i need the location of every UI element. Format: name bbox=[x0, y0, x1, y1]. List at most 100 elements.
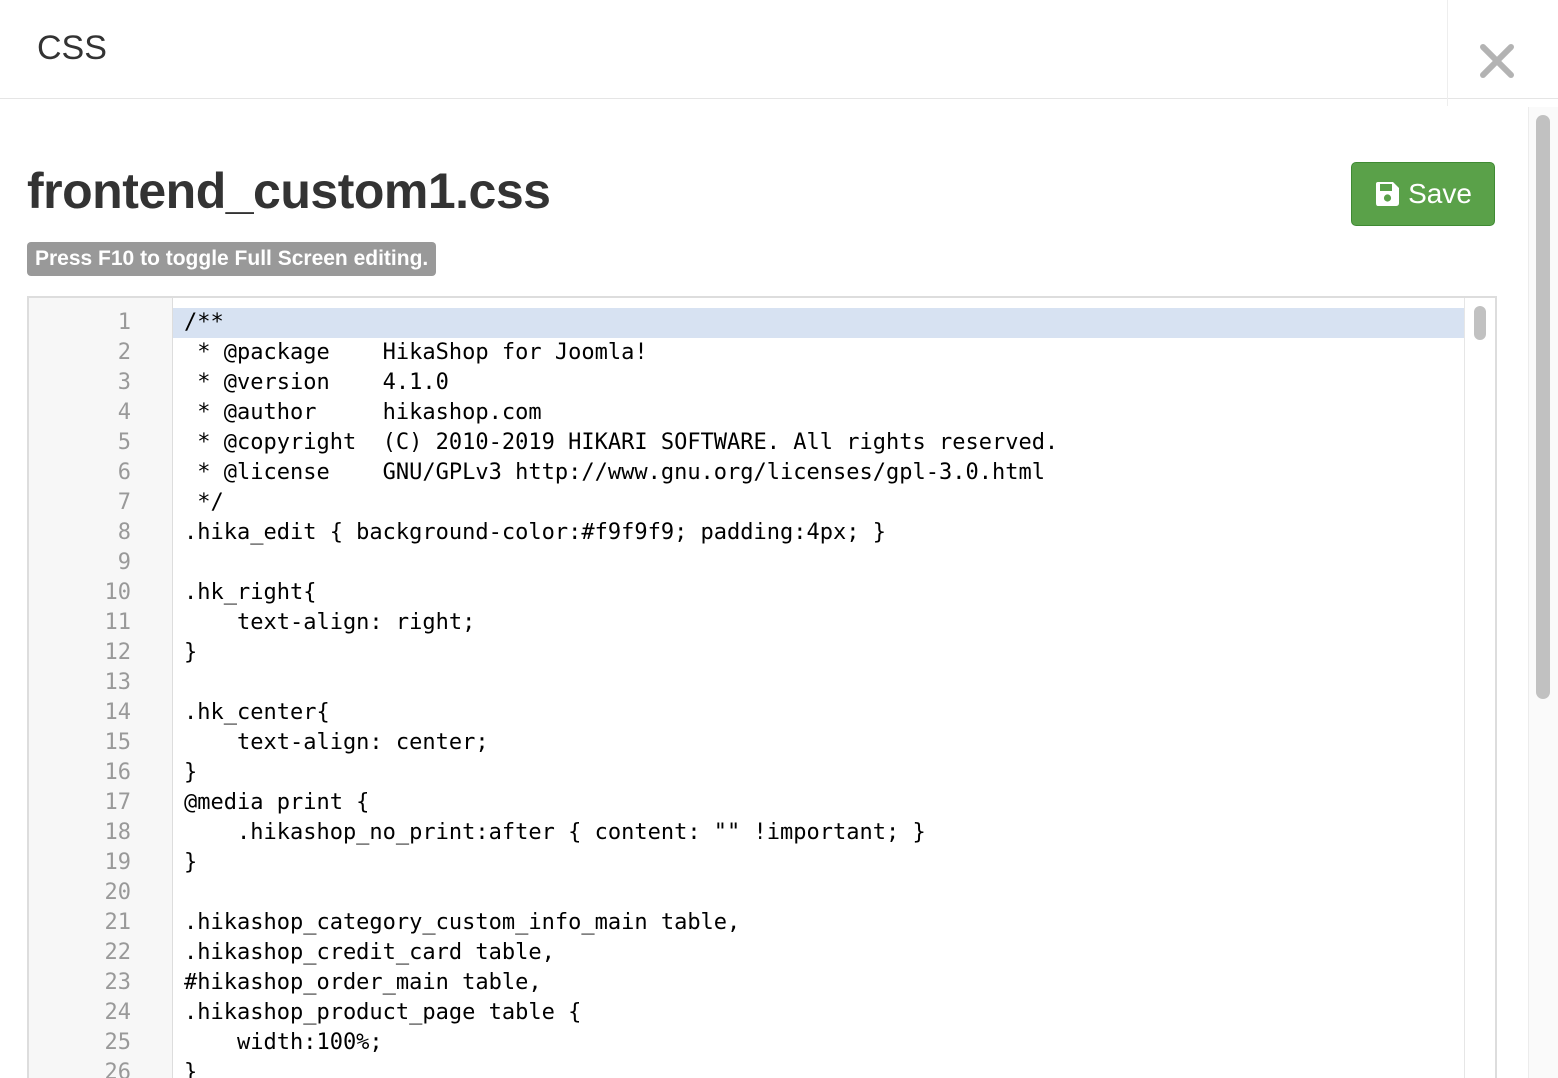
code-editor[interactable]: 1 /**2 * @package HikaShop for Joomla!3 *… bbox=[27, 296, 1497, 1078]
line-content[interactable]: * @version 4.1.0 bbox=[173, 368, 1465, 398]
line-number: 7 bbox=[117, 490, 131, 515]
line-text: * @version 4.1.0 bbox=[184, 370, 449, 395]
code-line[interactable]: 20 bbox=[29, 878, 1465, 908]
line-content[interactable]: * @license GNU/GPLv3 http://www.gnu.org/… bbox=[173, 458, 1465, 488]
line-number: 26 bbox=[104, 1060, 132, 1078]
header-divider bbox=[1447, 0, 1448, 106]
editor-scrollbar[interactable] bbox=[1464, 298, 1495, 1078]
line-number: 21 bbox=[104, 910, 132, 935]
save-button[interactable]: Save bbox=[1351, 162, 1495, 226]
line-number: 23 bbox=[104, 970, 132, 995]
line-number: 17 bbox=[104, 790, 132, 815]
line-number-gutter bbox=[29, 298, 173, 1078]
line-number: 4 bbox=[117, 400, 131, 425]
line-content[interactable]: .hikashop_category_custom_info_main tabl… bbox=[173, 908, 1465, 938]
line-content[interactable]: } bbox=[173, 1058, 1465, 1078]
line-number: 16 bbox=[104, 760, 132, 785]
line-text: .hk_center{ bbox=[184, 700, 330, 725]
line-content[interactable]: * @author hikashop.com bbox=[173, 398, 1465, 428]
line-number: 5 bbox=[117, 430, 131, 455]
line-number: 25 bbox=[104, 1030, 132, 1055]
code-line[interactable]: 10 .hk_right{ bbox=[29, 578, 1465, 608]
line-text: .hikashop_category_custom_info_main tabl… bbox=[184, 910, 741, 935]
line-content[interactable]: width:100%; bbox=[173, 1028, 1465, 1058]
code-line[interactable]: 12} bbox=[29, 638, 1465, 668]
code-line[interactable]: 22.hikashop_credit_card table, bbox=[29, 938, 1465, 968]
code-line[interactable]: 1 /** bbox=[29, 308, 1465, 338]
line-content[interactable]: .hk_right{ bbox=[173, 578, 1465, 608]
line-number: 6 bbox=[117, 460, 131, 485]
code-line[interactable]: 15 text-align: center; bbox=[29, 728, 1465, 758]
code-line[interactable]: 18 .hikashop_no_print:after { content: "… bbox=[29, 818, 1465, 848]
code-line[interactable]: 3 * @version 4.1.0 bbox=[29, 368, 1465, 398]
editor-scrollbar-thumb[interactable] bbox=[1474, 306, 1486, 340]
line-content[interactable]: text-align: right; bbox=[173, 608, 1465, 638]
file-title: frontend_custom1.css bbox=[27, 163, 551, 219]
line-text: .hikashop_no_print:after { content: "" !… bbox=[184, 820, 926, 845]
line-content[interactable]: } bbox=[173, 638, 1465, 668]
line-number: 10 bbox=[104, 580, 132, 605]
line-content[interactable]: .hikashop_credit_card table, bbox=[173, 938, 1465, 968]
line-text: * @license GNU/GPLv3 http://www.gnu.org/… bbox=[184, 460, 1045, 485]
line-text: text-align: center; bbox=[184, 730, 489, 755]
code-line[interactable]: 13 bbox=[29, 668, 1465, 698]
line-text: .hikashop_credit_card table, bbox=[184, 940, 555, 965]
line-text: text-align: right; bbox=[184, 610, 476, 635]
code-line[interactable]: 11 text-align: right; bbox=[29, 608, 1465, 638]
modal-scrollbar-thumb[interactable] bbox=[1536, 115, 1550, 699]
line-content[interactable] bbox=[173, 878, 1465, 908]
line-number: 8 bbox=[117, 520, 131, 545]
line-content[interactable] bbox=[173, 668, 1465, 698]
modal-scrollbar[interactable] bbox=[1528, 107, 1558, 1078]
code-line[interactable]: 24 .hikashop_product_page table { bbox=[29, 998, 1465, 1028]
close-icon bbox=[1480, 44, 1514, 78]
line-content[interactable]: .hk_center{ bbox=[173, 698, 1465, 728]
line-number: 1 bbox=[117, 310, 131, 335]
code-line[interactable]: 5 * @copyright (C) 2010-2019 HIKARI SOFT… bbox=[29, 428, 1465, 458]
line-content[interactable]: } bbox=[173, 848, 1465, 878]
line-number: 11 bbox=[104, 610, 132, 635]
line-content[interactable]: .hikashop_no_print:after { content: "" !… bbox=[173, 818, 1465, 848]
line-content[interactable]: * @copyright (C) 2010-2019 HIKARI SOFTWA… bbox=[173, 428, 1465, 458]
line-text: .hikashop_product_page table { bbox=[184, 1000, 582, 1025]
line-number: 9 bbox=[117, 550, 131, 575]
line-content[interactable]: .hikashop_product_page table { bbox=[173, 998, 1465, 1028]
line-text: } bbox=[184, 1060, 198, 1078]
code-line[interactable]: 4 * @author hikashop.com bbox=[29, 398, 1465, 428]
code-line[interactable]: 8 .hika_edit { background-color:#f9f9f9; … bbox=[29, 518, 1465, 548]
code-line[interactable]: 19} bbox=[29, 848, 1465, 878]
code-line[interactable]: 26} bbox=[29, 1058, 1465, 1078]
line-number: 24 bbox=[104, 1000, 132, 1025]
line-content[interactable]: */ bbox=[173, 488, 1465, 518]
line-content[interactable]: #hikashop_order_main table, bbox=[173, 968, 1465, 998]
code-line[interactable]: 21 .hikashop_category_custom_info_main ta… bbox=[29, 908, 1465, 938]
line-text: } bbox=[184, 850, 198, 875]
code-line[interactable]: 2 * @package HikaShop for Joomla! bbox=[29, 338, 1465, 368]
line-text: #hikashop_order_main table, bbox=[184, 970, 542, 995]
line-content[interactable]: @media print { bbox=[173, 788, 1465, 818]
code-line[interactable]: 16} bbox=[29, 758, 1465, 788]
line-content[interactable]: * @package HikaShop for Joomla! bbox=[173, 338, 1465, 368]
line-content[interactable] bbox=[173, 548, 1465, 578]
line-text: } bbox=[184, 760, 198, 785]
code-line[interactable]: 17 @media print { bbox=[29, 788, 1465, 818]
code-area[interactable]: 1 /**2 * @package HikaShop for Joomla!3 *… bbox=[29, 308, 1465, 1078]
line-content[interactable]: .hika_edit { background-color:#f9f9f9; p… bbox=[173, 518, 1465, 548]
code-line[interactable]: 7 */ bbox=[29, 488, 1465, 518]
line-content[interactable]: /** bbox=[173, 308, 1465, 338]
line-text: * @package HikaShop for Joomla! bbox=[184, 340, 648, 365]
line-text: .hk_right{ bbox=[184, 580, 317, 605]
close-button[interactable] bbox=[1470, 34, 1524, 88]
modal-body: frontend_custom1.css Save Press F10 to t… bbox=[0, 99, 1528, 1078]
line-content[interactable]: text-align: center; bbox=[173, 728, 1465, 758]
code-line[interactable]: 23 #hikashop_order_main table, bbox=[29, 968, 1465, 998]
code-line[interactable]: 14.hk_center{ bbox=[29, 698, 1465, 728]
code-line[interactable]: 9 bbox=[29, 548, 1465, 578]
code-line[interactable]: 25 width:100%; bbox=[29, 1028, 1465, 1058]
code-line[interactable]: 6 * @license GNU/GPLv3 http://www.gnu.or… bbox=[29, 458, 1465, 488]
line-number: 12 bbox=[104, 640, 132, 665]
line-content[interactable]: } bbox=[173, 758, 1465, 788]
line-text: * @author hikashop.com bbox=[184, 400, 542, 425]
line-text: .hika_edit { background-color:#f9f9f9; p… bbox=[184, 520, 886, 545]
